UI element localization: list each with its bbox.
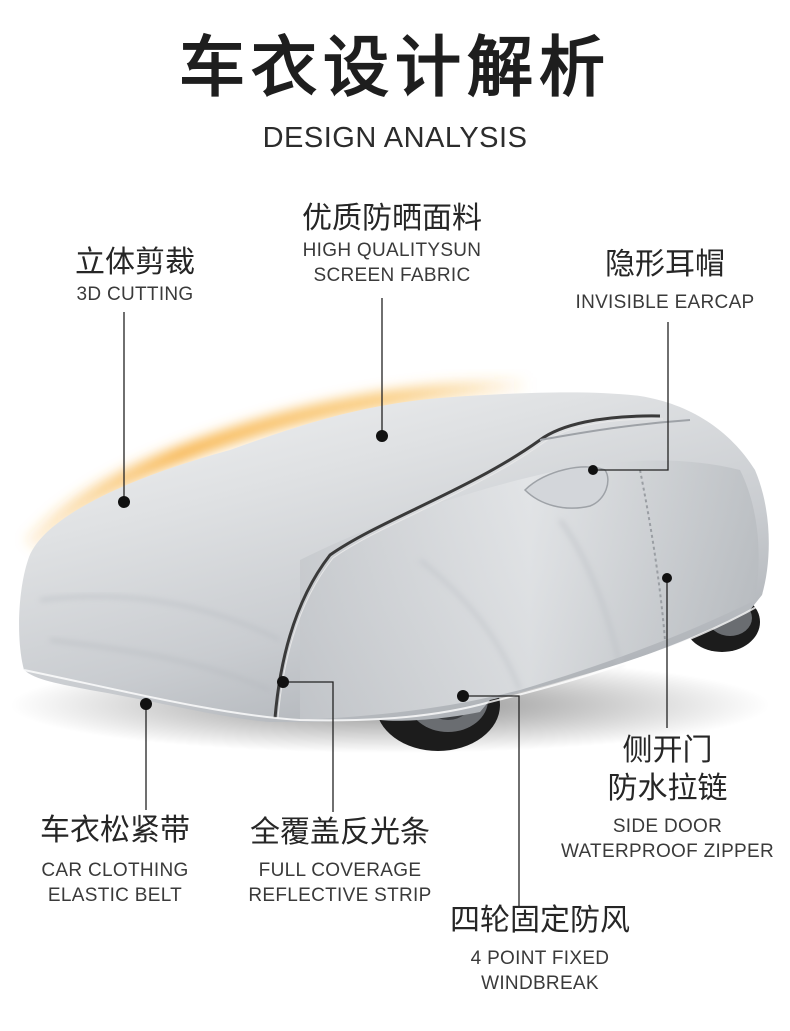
label-cutting-zh: 立体剪裁: [75, 245, 195, 280]
label-cutting: 立体剪裁 3D CUTTING: [60, 244, 210, 307]
mirror-earcap: [523, 466, 609, 509]
side-panel: [300, 460, 759, 720]
roof-glow: [24, 377, 531, 551]
label-elastic-en-2: ELASTIC BELT: [47, 885, 183, 906]
label-reflective-zh: 全覆盖反光条: [250, 815, 430, 850]
label-reflective-en-1: FULL COVERAGE: [258, 860, 422, 881]
callout-line-earcap: [593, 322, 669, 471]
callout-line-windbreak: [463, 695, 520, 906]
label-earcap-zh: 隐形耳帽: [605, 247, 725, 282]
label-fabric-zh: 优质防晒面料: [302, 201, 482, 236]
label-zipper-en-1: SIDE DOOR: [612, 816, 723, 837]
page-subtitle: DESIGN ANALYSIS: [262, 122, 528, 154]
label-windbreak-en-2: WINDBREAK: [481, 973, 599, 994]
label-earcap-en: INVISIBLE EARCAP: [575, 292, 755, 313]
callout-dot-earcap: [588, 465, 598, 475]
door-zipper: [639, 469, 666, 641]
callout-dot-cutting: [118, 496, 130, 508]
label-fabric: 优质防晒面料 HIGH QUALITYSUN SCREEN FABRIC: [282, 200, 502, 288]
label-zipper: 侧开门 防水拉链 SIDE DOOR WATERPROOF ZIPPER: [560, 732, 775, 864]
label-zipper-en-2: WATERPROOF ZIPPER: [560, 841, 775, 862]
label-fabric-en-2: SCREEN FABRIC: [313, 265, 471, 286]
reflective-strip: [273, 414, 661, 719]
label-reflective-en-2: REFLECTIVE STRIP: [248, 885, 432, 906]
page-title: 车衣设计解析: [179, 29, 611, 106]
label-earcap: 隐形耳帽 INVISIBLE EARCAP: [565, 246, 765, 315]
label-elastic-en-1: CAR CLOTHING: [41, 860, 189, 881]
label-reflective: 全覆盖反光条 FULL COVERAGE REFLECTIVE STRIP: [240, 814, 440, 908]
callout-dot-elastic: [140, 698, 152, 710]
label-cutting-en: 3D CUTTING: [76, 284, 194, 305]
label-windbreak: 四轮固定防风 4 POINT FIXED WINDBREAK: [440, 902, 640, 996]
callout-dot-reflective: [277, 676, 289, 688]
label-zipper-zh-2: 防水拉链: [607, 771, 728, 806]
label-zipper-zh-1: 侧开门: [622, 733, 713, 768]
label-fabric-en-1: HIGH QUALITYSUN: [302, 240, 482, 261]
label-windbreak-en-1: 4 POINT FIXED: [470, 948, 610, 969]
callout-dot-fabric: [376, 430, 388, 442]
label-windbreak-zh: 四轮固定防风: [450, 903, 630, 938]
label-elastic-zh: 车衣松紧带: [40, 813, 190, 848]
callout-line-reflective: [283, 681, 334, 812]
callout-dot-zipper: [662, 573, 672, 583]
callout-dot-windbreak: [457, 690, 469, 702]
label-elastic: 车衣松紧带 CAR CLOTHING ELASTIC BELT: [30, 812, 200, 908]
